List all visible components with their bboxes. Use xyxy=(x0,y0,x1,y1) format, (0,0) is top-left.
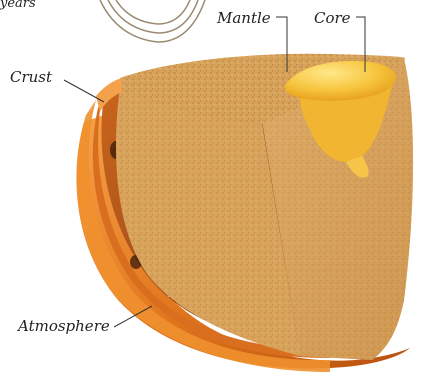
core-label: Core xyxy=(314,11,351,26)
orbit-arcs xyxy=(100,0,205,42)
atmosphere-label: Atmosphere xyxy=(18,319,110,334)
mantle-label: Mantle xyxy=(217,11,271,26)
years-label: years xyxy=(0,0,36,10)
crust-label: Crust xyxy=(10,70,52,85)
